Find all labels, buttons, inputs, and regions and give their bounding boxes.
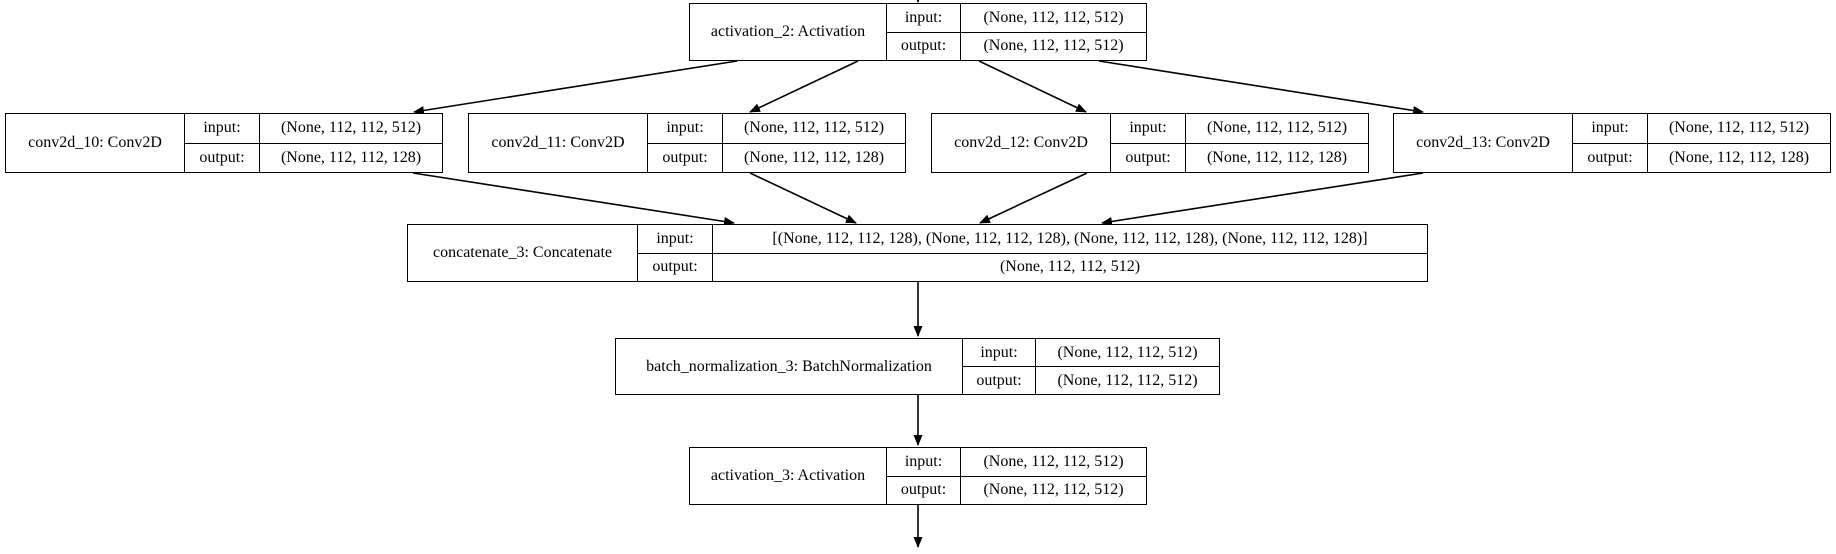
input-label: input: [648,114,723,143]
output-label: output: [887,476,961,504]
input-label: input: [887,4,961,32]
output-label: output: [185,143,260,172]
output-label: output: [963,367,1036,394]
edge-conv2d-13-concatenate-3 [1101,172,1424,226]
edge-conv2d-10-concatenate-3 [412,172,735,226]
edge-activation-2-conv2d-11 [749,60,859,113]
output-label: output: [1573,143,1648,172]
output-label: output: [638,253,713,281]
node-conv2d-11: conv2d_11: Conv2D input: (None, 112, 112… [468,113,906,173]
input-shape: (None, 112, 112, 512) [983,8,1124,26]
layer-name: activation_3: Activation [690,448,887,504]
output-shape: (None, 112, 112, 128) [743,148,885,166]
output-shape: (None, 112, 112, 512) [983,481,1124,499]
output-label: output: [648,143,723,172]
input-label: input: [963,339,1036,366]
input-shape: (None, 112, 112, 512) [1057,343,1198,361]
layer-name: activation_2: Activation [690,4,887,60]
node-activation-2: activation_2: Activation input: (None, 1… [689,3,1147,61]
input-label: input: [887,448,961,476]
node-conv2d-10: conv2d_10: Conv2D input: (None, 112, 112… [5,113,443,173]
input-label: input: [1111,114,1186,143]
input-shape: (None, 112, 112, 512) [1206,119,1348,137]
output-shape: (None, 112, 112, 128) [1206,148,1348,166]
edge-activation-2-conv2d-10 [413,60,738,115]
node-activation-3: activation_3: Activation input: (None, 1… [689,447,1147,505]
output-shape: (None, 112, 112, 128) [1668,148,1810,166]
output-label: output: [1111,143,1186,172]
layer-name: concatenate_3: Concatenate [408,225,638,281]
layer-name: batch_normalization_3: BatchNormalizatio… [616,339,963,394]
input-shape: (None, 112, 112, 512) [1668,119,1810,137]
layer-name: conv2d_13: Conv2D [1394,114,1573,172]
output-shape: (None, 112, 112, 512) [1057,371,1198,389]
layer-name: conv2d_10: Conv2D [6,114,185,172]
node-conv2d-13: conv2d_13: Conv2D input: (None, 112, 112… [1393,113,1831,173]
output-label: output: [887,32,961,60]
edge-activation-2-conv2d-13 [1098,60,1424,115]
input-shape: [(None, 112, 112, 128), (None, 112, 112,… [772,229,1368,247]
layer-name: conv2d_11: Conv2D [469,114,648,172]
node-batch-normalization-3: batch_normalization_3: BatchNormalizatio… [615,338,1220,395]
input-label: input: [185,114,260,143]
input-shape: (None, 112, 112, 512) [743,119,885,137]
edge-activation-2-conv2d-12 [978,60,1087,113]
input-shape: (None, 112, 112, 512) [983,452,1124,470]
output-shape: (None, 112, 112, 128) [280,148,422,166]
node-concatenate-3: concatenate_3: Concatenate input: [(None… [407,224,1428,282]
output-shape: (None, 112, 112, 512) [983,37,1124,55]
output-shape: (None, 112, 112, 512) [999,258,1141,276]
input-label: input: [638,225,713,253]
edge-conv2d-11-concatenate-3 [749,172,857,224]
node-conv2d-12: conv2d_12: Conv2D input: (None, 112, 112… [931,113,1369,173]
input-shape: (None, 112, 112, 512) [280,119,422,137]
edge-conv2d-12-concatenate-3 [979,172,1088,224]
input-label: input: [1573,114,1648,143]
layer-name: conv2d_12: Conv2D [932,114,1111,172]
